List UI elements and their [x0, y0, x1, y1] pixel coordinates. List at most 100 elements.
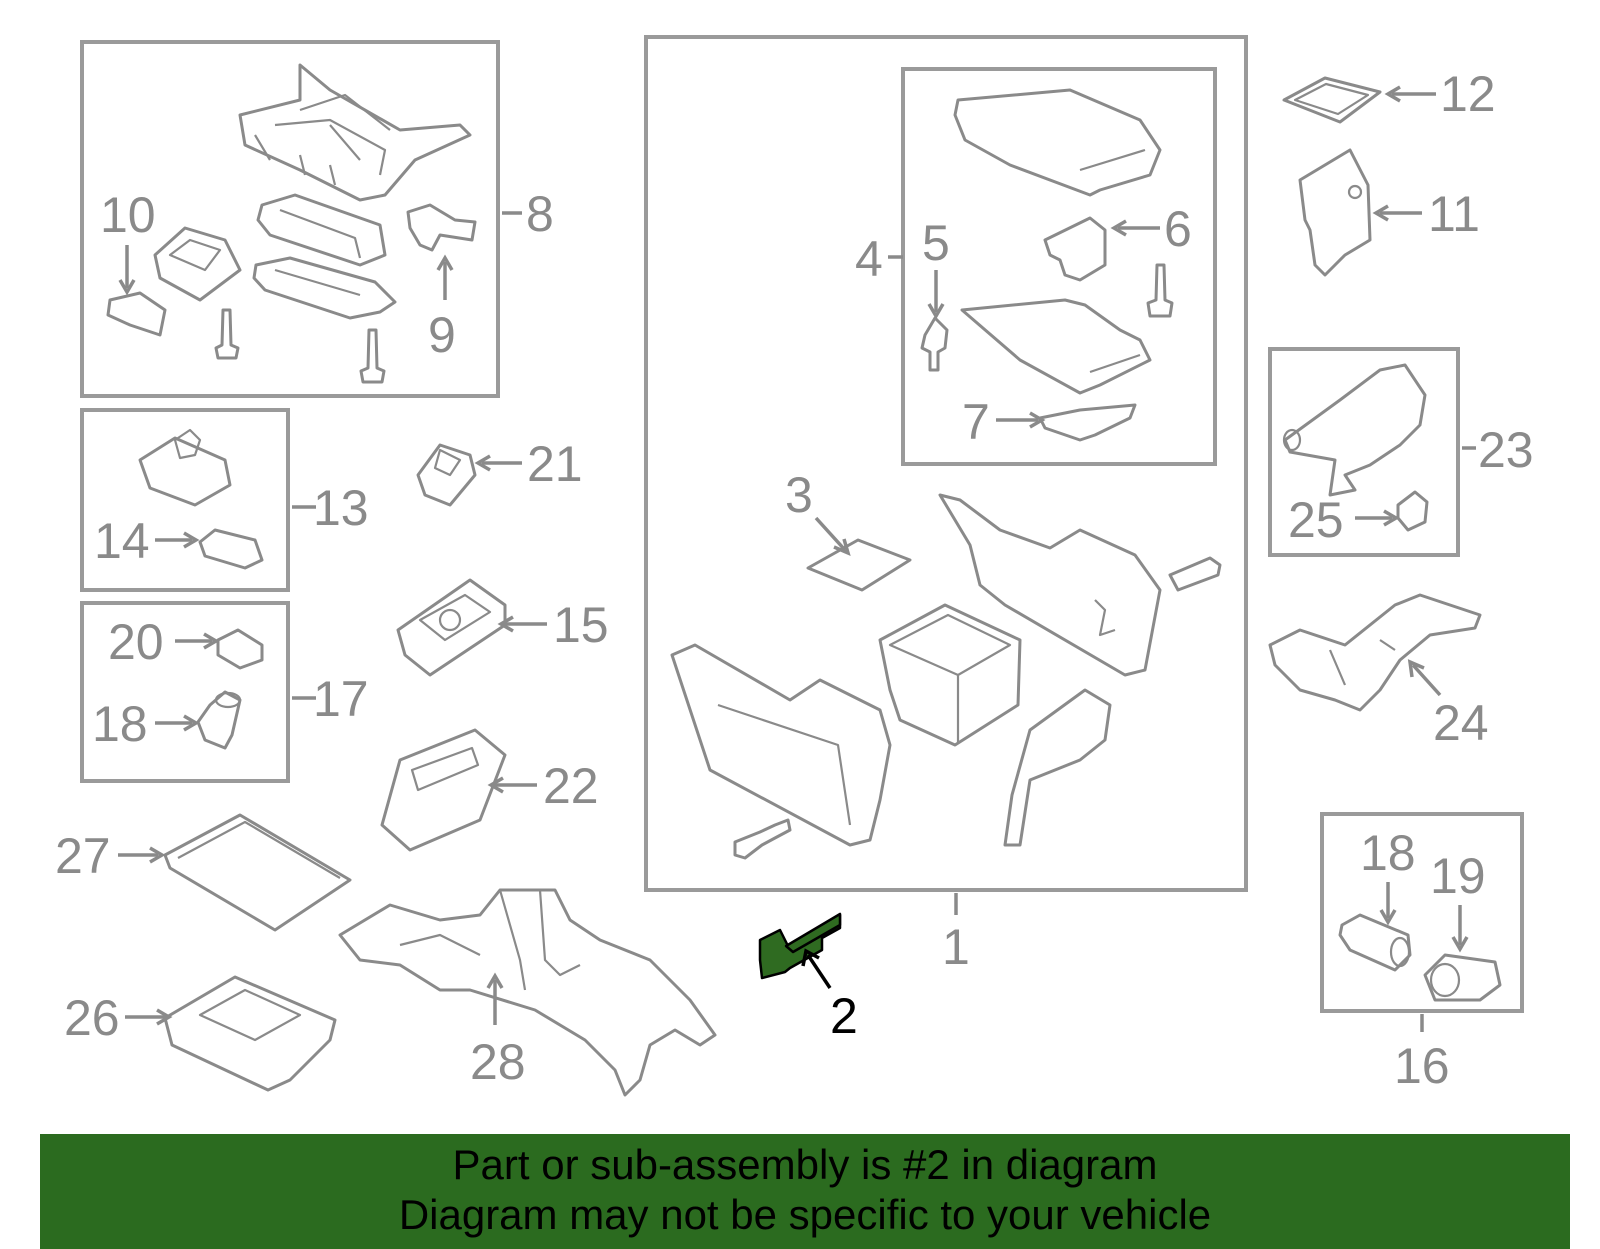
part-10-switch — [153, 226, 242, 302]
arrowhead-15 — [497, 615, 514, 633]
callout-21: 21 — [527, 436, 583, 492]
part-1-front-panel — [1003, 688, 1112, 847]
callout-18b: 18 — [1360, 825, 1416, 881]
arrowhead-19 — [1451, 936, 1469, 953]
part-27-mat — [163, 813, 352, 932]
part-20-cap — [216, 628, 264, 670]
arrowhead-12 — [1384, 85, 1401, 103]
part-2-highlighted[interactable] — [758, 912, 842, 980]
callout-18a: 18 — [92, 696, 148, 752]
callout-6: 6 — [1164, 201, 1192, 257]
arrowhead-22 — [487, 776, 504, 794]
callout-13: 13 — [313, 480, 369, 536]
part-8-screw-b — [359, 328, 386, 384]
part-1-screw-lower — [733, 818, 792, 860]
part-11-panel — [1298, 148, 1372, 277]
part-22-bin — [380, 728, 507, 852]
arrowhead-28 — [486, 972, 504, 989]
callout-15: 15 — [553, 597, 609, 653]
callout-20: 20 — [108, 614, 164, 670]
group-box-1 — [644, 35, 1248, 892]
part-15-switch-panel — [396, 578, 507, 677]
arrowhead-18a — [183, 714, 200, 732]
part-6-latch — [1043, 216, 1107, 282]
arrowhead-10 — [118, 279, 136, 296]
group-box-4 — [901, 67, 1217, 466]
callout-27: 27 — [55, 828, 111, 884]
arrowhead-11 — [1372, 204, 1389, 222]
callout-24: 24 — [1433, 695, 1489, 751]
callout-2[interactable]: 2 — [830, 988, 858, 1044]
part-1-screw — [1168, 556, 1222, 592]
callout-10: 10 — [100, 187, 156, 243]
group-box-17 — [80, 601, 290, 783]
callout-4: 4 — [855, 231, 883, 287]
callout-19: 19 — [1430, 848, 1486, 904]
part-5-bumper — [920, 316, 949, 372]
arrowhead-20 — [203, 632, 220, 650]
part-21-switch — [416, 443, 477, 507]
part-1-side-panel-left — [670, 643, 892, 847]
part-3-pad — [806, 538, 912, 592]
callout-7: 7 — [962, 394, 990, 450]
part-8-shifter-bezel — [238, 63, 472, 202]
part-9-bracket — [406, 203, 477, 252]
arrowhead-26 — [156, 1008, 173, 1026]
part-1-storage-bin — [878, 603, 1022, 747]
callout-12: 12 — [1440, 66, 1496, 122]
arrowhead-14 — [183, 531, 200, 549]
arrowhead-9 — [436, 254, 454, 271]
part-25-clip — [1396, 490, 1429, 532]
leader-2 — [806, 954, 832, 989]
callout-8: 8 — [526, 186, 554, 242]
arrowhead-18b — [1379, 909, 1397, 926]
part-13-shifter — [138, 428, 232, 507]
arrowhead-6 — [1110, 219, 1127, 237]
arrowhead-21 — [474, 454, 491, 472]
group-box-13 — [80, 408, 290, 592]
part-28-bracket — [338, 888, 717, 1097]
banner-line-2: Diagram may not be specific to your vehi… — [398, 1191, 1212, 1238]
part-24-bracket — [1268, 593, 1482, 712]
arrowhead-3 — [833, 538, 851, 557]
callout-11: 11 — [1428, 186, 1480, 242]
part-19-cap — [1423, 953, 1502, 1002]
part-23-lever — [1282, 363, 1427, 497]
arrowhead-5 — [927, 303, 945, 320]
part-18-socket — [196, 690, 242, 750]
leader-3 — [814, 516, 847, 552]
banner-line-1: Part or sub-assembly is #2 in diagram — [452, 1141, 1158, 1188]
group-box-8 — [80, 40, 500, 398]
part-8-trim-upper — [256, 193, 387, 267]
group-box-16 — [1320, 812, 1524, 1013]
callout-5: 5 — [922, 215, 950, 271]
part-26-module — [163, 975, 337, 1092]
callout-25: 25 — [1288, 492, 1344, 548]
callout-22: 22 — [543, 758, 599, 814]
callout-28: 28 — [470, 1034, 526, 1090]
part-8-screw-a — [214, 308, 240, 360]
group-box-23 — [1268, 347, 1460, 557]
leader-24 — [1411, 663, 1442, 697]
part-4-lid-inner — [960, 298, 1152, 395]
callout-14: 14 — [94, 513, 150, 569]
callout-17: 17 — [313, 671, 369, 727]
arrowhead-7 — [1029, 411, 1046, 429]
part-7-hinge — [1038, 403, 1137, 442]
arrowhead-27 — [149, 846, 166, 864]
part-12-trim — [1282, 76, 1382, 124]
arrowhead-2 — [801, 948, 820, 967]
part-4-screw — [1146, 263, 1174, 318]
callout-26: 26 — [64, 990, 120, 1046]
callout-23: 23 — [1478, 422, 1534, 478]
part-1-side-panel-right — [938, 493, 1162, 677]
arrowhead-24 — [1407, 659, 1425, 678]
part-18-socket-b — [1338, 913, 1412, 972]
part-4-armrest-lid — [953, 88, 1162, 197]
part-14-clip — [198, 528, 264, 570]
arrowhead-25 — [1383, 509, 1400, 527]
callout-9: 9 — [428, 307, 456, 363]
part-10-clip — [106, 291, 167, 337]
